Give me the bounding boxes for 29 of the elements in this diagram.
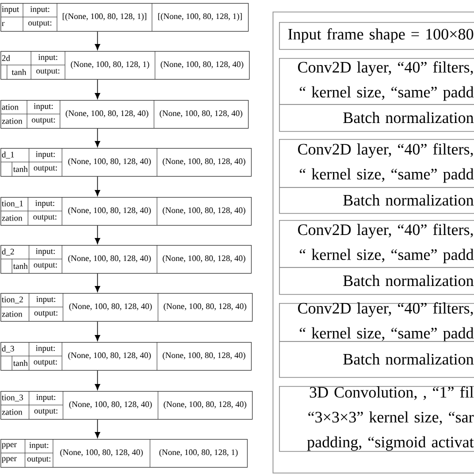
layer-table-row: tion_3 zation input: output: (None, 100, 80, 128, 40) (None, 100, 80, 128, 40)	[0, 390, 253, 420]
arrow	[94, 273, 100, 292]
arrow	[94, 370, 100, 390]
layer-box: Batch normalization	[279, 341, 474, 378]
layer-box: Batch normalization	[279, 267, 474, 295]
layer-table-row: input r input: output: [(None, 100, 80, 128, 1)] [(None, 100, 80, 128, 1)]	[0, 2, 249, 32]
layer-box: 3D Convolution, , “1” fil “3×3×3” kernel size, “sar padding, “sigmoid activat	[279, 386, 474, 452]
arrow	[94, 128, 100, 148]
layer-box: Batch normalization	[279, 187, 474, 214]
layer-box: Conv2D layer, “40” filters, “ kernel size, “same” padd	[279, 58, 474, 105]
arrow	[94, 176, 100, 196]
layer-box: Conv2D layer, “40” filters, “ kernel size, “same” padd	[279, 302, 474, 342]
layer-table-row: d_3 tanh input: output: (None, 100, 80, 128, 40) (None, 100, 80, 128, 40)	[0, 342, 252, 371]
arrow	[94, 321, 100, 342]
layer-table-row: tion_2 zation input: output: (None, 100, 80, 128, 40) (None, 100, 80, 128, 40)	[0, 292, 253, 322]
arrow	[94, 225, 100, 244]
layer-box: Input frame shape = 100×80	[279, 22, 474, 50]
arrow	[94, 31, 100, 50]
arrow	[94, 419, 100, 438]
arrow	[94, 79, 100, 100]
layer-table-row: d_2 tanh input: output: (None, 100, 80, 128, 40) (None, 100, 80, 128, 40)	[0, 244, 252, 274]
layer-box: Batch normalization	[279, 104, 474, 132]
layer-table-row: 2d tanh input: output: (None, 100, 80, 128, 1) (None, 100, 80, 128, 40)	[0, 50, 250, 80]
layer-table-row: d_1 tanh input: output: (None, 100, 80, 128, 40) (None, 100, 80, 128, 40)	[0, 148, 252, 177]
layer-box: Conv2D layer, “40” filters, “ kernel size, “same” padd	[279, 220, 474, 268]
layer-table-row: pper pper input: output: (None, 100, 80, 128, 40) (None, 100, 80, 128, 1)	[0, 438, 248, 468]
layer-table-row: tion_1 zation input: output: (None, 100, 80, 128, 40) (None, 100, 80, 128, 40)	[0, 196, 252, 226]
layer-box: Conv2D layer, “40” filters, “ kernel size, “same” padd	[279, 139, 474, 188]
layer-table-row: ation zation input: output: (None, 100, 80, 128, 40) (None, 100, 80, 128, 40)	[0, 100, 249, 129]
